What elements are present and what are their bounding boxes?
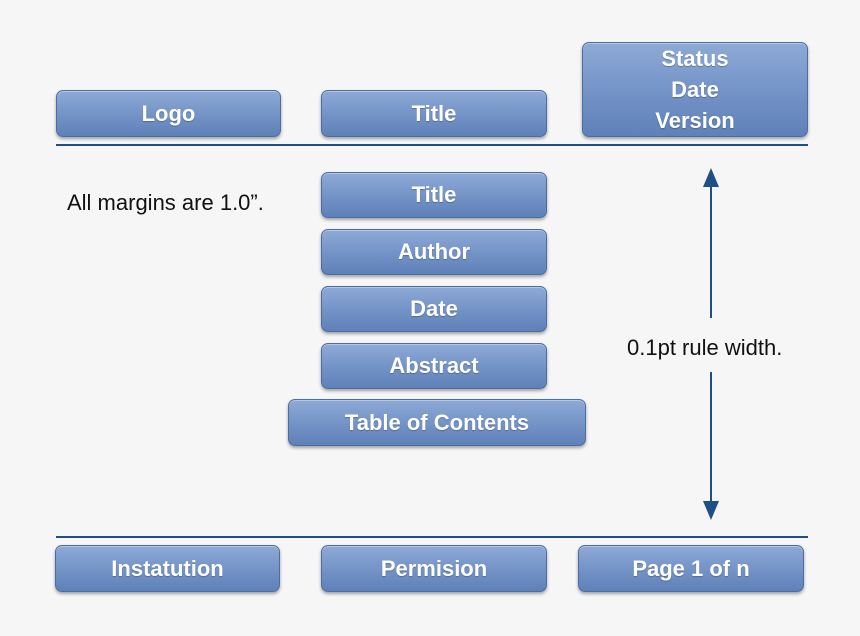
arrow-down-head	[703, 501, 719, 520]
body-abstract-label: Abstract	[389, 353, 479, 378]
footer-left-box: Instatution	[55, 545, 280, 592]
margin-note: All margins are 1.0”.	[67, 190, 264, 215]
body-abstract-box: Abstract	[321, 343, 547, 389]
header-rule	[56, 144, 808, 146]
footer-center-label: Permision	[380, 555, 488, 581]
arrow-up-head	[703, 168, 719, 187]
body-title-label: Title	[411, 182, 457, 207]
header-title-box: Title	[321, 90, 547, 137]
body-toc-label: Table of Contents	[344, 409, 530, 435]
rule-width-note: 0.1pt rule width.	[627, 335, 783, 360]
footer-right-label: Page 1 of n	[632, 555, 750, 581]
header-meta-box: Status Date Version	[582, 42, 808, 137]
header-version-label: Version	[655, 108, 735, 133]
header-title-label: Title	[411, 100, 457, 126]
footer-right-box: Page 1 of n	[578, 545, 804, 592]
footer-rule	[56, 536, 808, 538]
header-logo-box: Logo	[56, 90, 281, 137]
header-date-label: Date	[671, 77, 719, 102]
body-date-box: Date	[321, 286, 547, 332]
footer-center-box: Permision	[321, 545, 547, 592]
body-title-box: Title	[321, 172, 547, 218]
header-status-label: Status	[661, 46, 729, 71]
body-toc-box: Table of Contents	[288, 399, 586, 446]
body-author-label: Author	[397, 239, 471, 264]
body-author-box: Author	[321, 229, 547, 275]
header-logo-label: Logo	[141, 100, 196, 126]
body-date-label: Date	[410, 296, 458, 321]
footer-left-label: Instatution	[111, 555, 224, 581]
